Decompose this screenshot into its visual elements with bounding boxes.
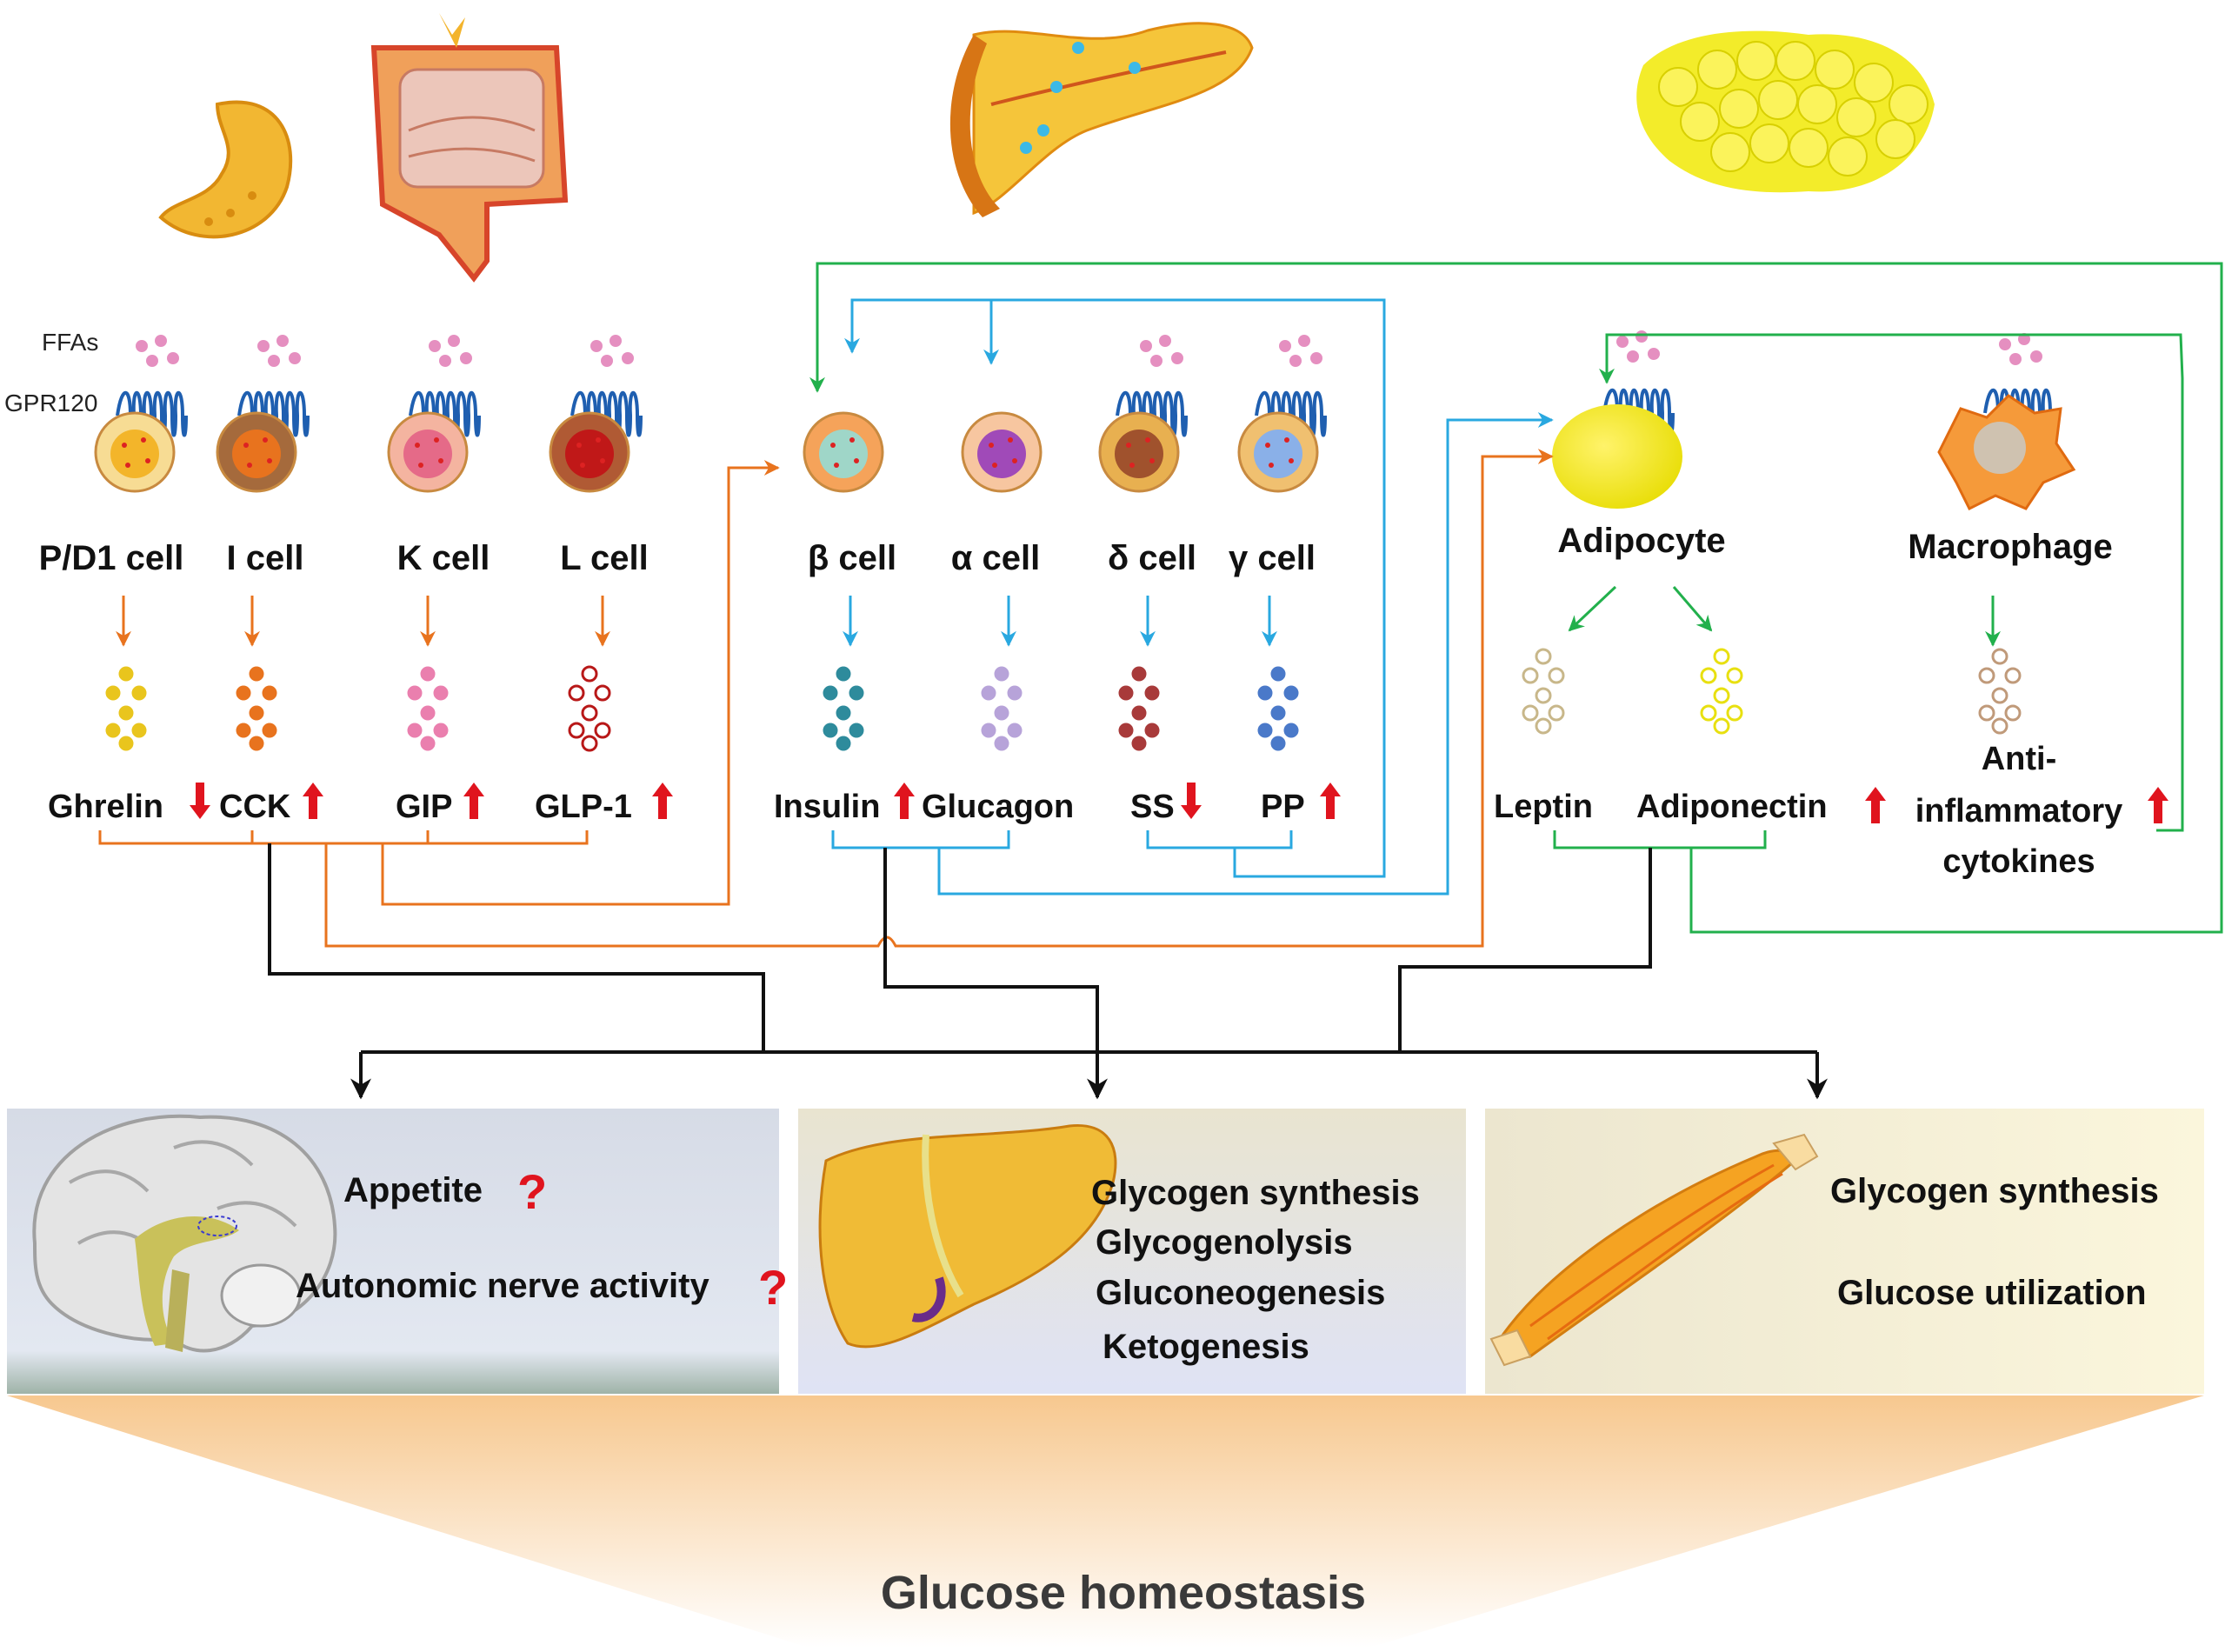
cell-label-beta: β cell xyxy=(808,539,896,577)
adipose-tissue-icon xyxy=(1636,30,1935,193)
hormone-anti-line3: cytokines xyxy=(1942,843,2095,880)
hormone-granules-l xyxy=(568,665,611,752)
effect-autonomic: Autonomic nerve activity xyxy=(296,1267,709,1305)
effect-gluconeogenesis: Gluconeogenesis xyxy=(1096,1274,1385,1312)
up-arrow-icon xyxy=(2148,787,2168,823)
cell-label-delta: δ cell xyxy=(1108,539,1196,577)
blue-arrows xyxy=(831,298,1554,896)
other-cells-group: β cell α cell δ cell γ cell Adipocyte Macroph… xyxy=(803,330,2113,751)
hormone-anti-line2: inflammatory xyxy=(1915,793,2123,829)
up-arrow-icon xyxy=(1320,783,1341,819)
ffa-dots xyxy=(136,335,179,367)
hormone-cck: CCK xyxy=(219,789,291,825)
hormone-ghrelin: Ghrelin xyxy=(48,789,163,825)
ffa-dots xyxy=(429,335,472,367)
hormone-granules-cytokines xyxy=(1978,648,2022,735)
gut-cells-group: P/D1 cell I cell K cell L cell xyxy=(39,335,649,752)
pancreas-icon xyxy=(949,22,1254,217)
hormone-leptin: Leptin xyxy=(1494,789,1593,825)
cell-label-pd1: P/D1 cell xyxy=(39,539,184,577)
hormone-granules-alpha xyxy=(981,666,1023,751)
hormone-granules-pd1 xyxy=(105,666,147,751)
up-arrow-icon xyxy=(303,783,323,819)
hormone-ss: SS xyxy=(1130,789,1175,825)
hormone-granules-k xyxy=(407,666,449,751)
hormone-granules-leptin xyxy=(1522,648,1565,735)
ffas-label: FFAs xyxy=(42,329,98,356)
up-arrow-icon xyxy=(652,783,673,819)
down-arrow-icon xyxy=(190,783,210,819)
funnel-shape xyxy=(7,1396,2204,1648)
question-appetite: ? xyxy=(517,1164,547,1219)
cell-label-macrophage: Macrophage xyxy=(1908,528,2113,566)
orange-arrows xyxy=(98,449,1554,948)
hormone-adiponectin: Adiponectin xyxy=(1636,789,1828,825)
effect-glucose-utilization: Glucose utilization xyxy=(1837,1274,2147,1312)
muscle-icon xyxy=(1489,1133,1819,1367)
hormone-insulin: Insulin xyxy=(774,789,880,825)
gpr120-label: GPR120 xyxy=(4,390,97,416)
effect-ketogenesis: Ketogenesis xyxy=(1103,1328,1309,1366)
black-arrows xyxy=(268,843,1828,1100)
cell-label-l: L cell xyxy=(560,539,649,577)
up-arrow-icon xyxy=(463,783,484,819)
cell-beta xyxy=(803,411,884,493)
cell-l xyxy=(549,411,630,493)
green-arrows xyxy=(809,262,2223,934)
hormone-granules-adiponectin xyxy=(1700,648,1743,735)
cell-k xyxy=(387,411,469,493)
cell-delta xyxy=(1098,411,1180,493)
adipocyte-icon xyxy=(1552,404,1682,509)
hormone-granules-gamma xyxy=(1257,666,1299,751)
footer-title: Glucose homeostasis xyxy=(881,1567,1366,1619)
hormone-anti-line1: Anti- xyxy=(1982,741,2057,777)
ffa-dots xyxy=(1279,335,1322,367)
cell-gamma xyxy=(1237,411,1319,493)
cell-label-k: K cell xyxy=(397,539,490,577)
cell-label-alpha: α cell xyxy=(951,539,1040,577)
macrophage-icon xyxy=(1937,394,2076,511)
up-arrow-icon xyxy=(1865,787,1886,823)
stomach-icon xyxy=(158,100,293,239)
cell-pd1 xyxy=(94,411,176,493)
hormone-granules-delta xyxy=(1118,666,1160,751)
effect-glycogenolysis: Glycogenolysis xyxy=(1096,1223,1353,1262)
cell-label-adipocyte: Adipocyte xyxy=(1557,522,1725,560)
cell-label-gamma: γ cell xyxy=(1229,539,1316,577)
hormone-glp1: GLP-1 xyxy=(535,789,632,825)
cell-label-i: I cell xyxy=(227,539,304,577)
cell-i xyxy=(216,411,297,493)
ffa-dots xyxy=(1999,333,2042,365)
hormone-granules-beta xyxy=(823,666,864,751)
liver-icon xyxy=(818,1123,1117,1349)
intestine-icon xyxy=(370,13,569,283)
down-arrow-icon xyxy=(1181,783,1202,819)
hormone-granules-i xyxy=(236,666,277,751)
hormone-pp: PP xyxy=(1261,789,1305,825)
effect-appetite: Appetite xyxy=(343,1171,483,1209)
hormone-gip: GIP xyxy=(396,789,452,825)
effect-muscle-glycogen-synthesis: Glycogen synthesis xyxy=(1830,1172,2159,1210)
cell-alpha xyxy=(961,411,1043,493)
question-autonomic: ? xyxy=(758,1260,788,1315)
ffa-dots xyxy=(590,335,634,367)
hormone-glucagon: Glucagon xyxy=(922,789,1074,825)
up-arrow-icon xyxy=(894,783,915,819)
brain-icon xyxy=(32,1114,337,1353)
ffa-dots xyxy=(257,335,301,367)
ffa-dots xyxy=(1140,335,1183,367)
effect-liver-glycogen-synthesis: Glycogen synthesis xyxy=(1091,1174,1420,1212)
